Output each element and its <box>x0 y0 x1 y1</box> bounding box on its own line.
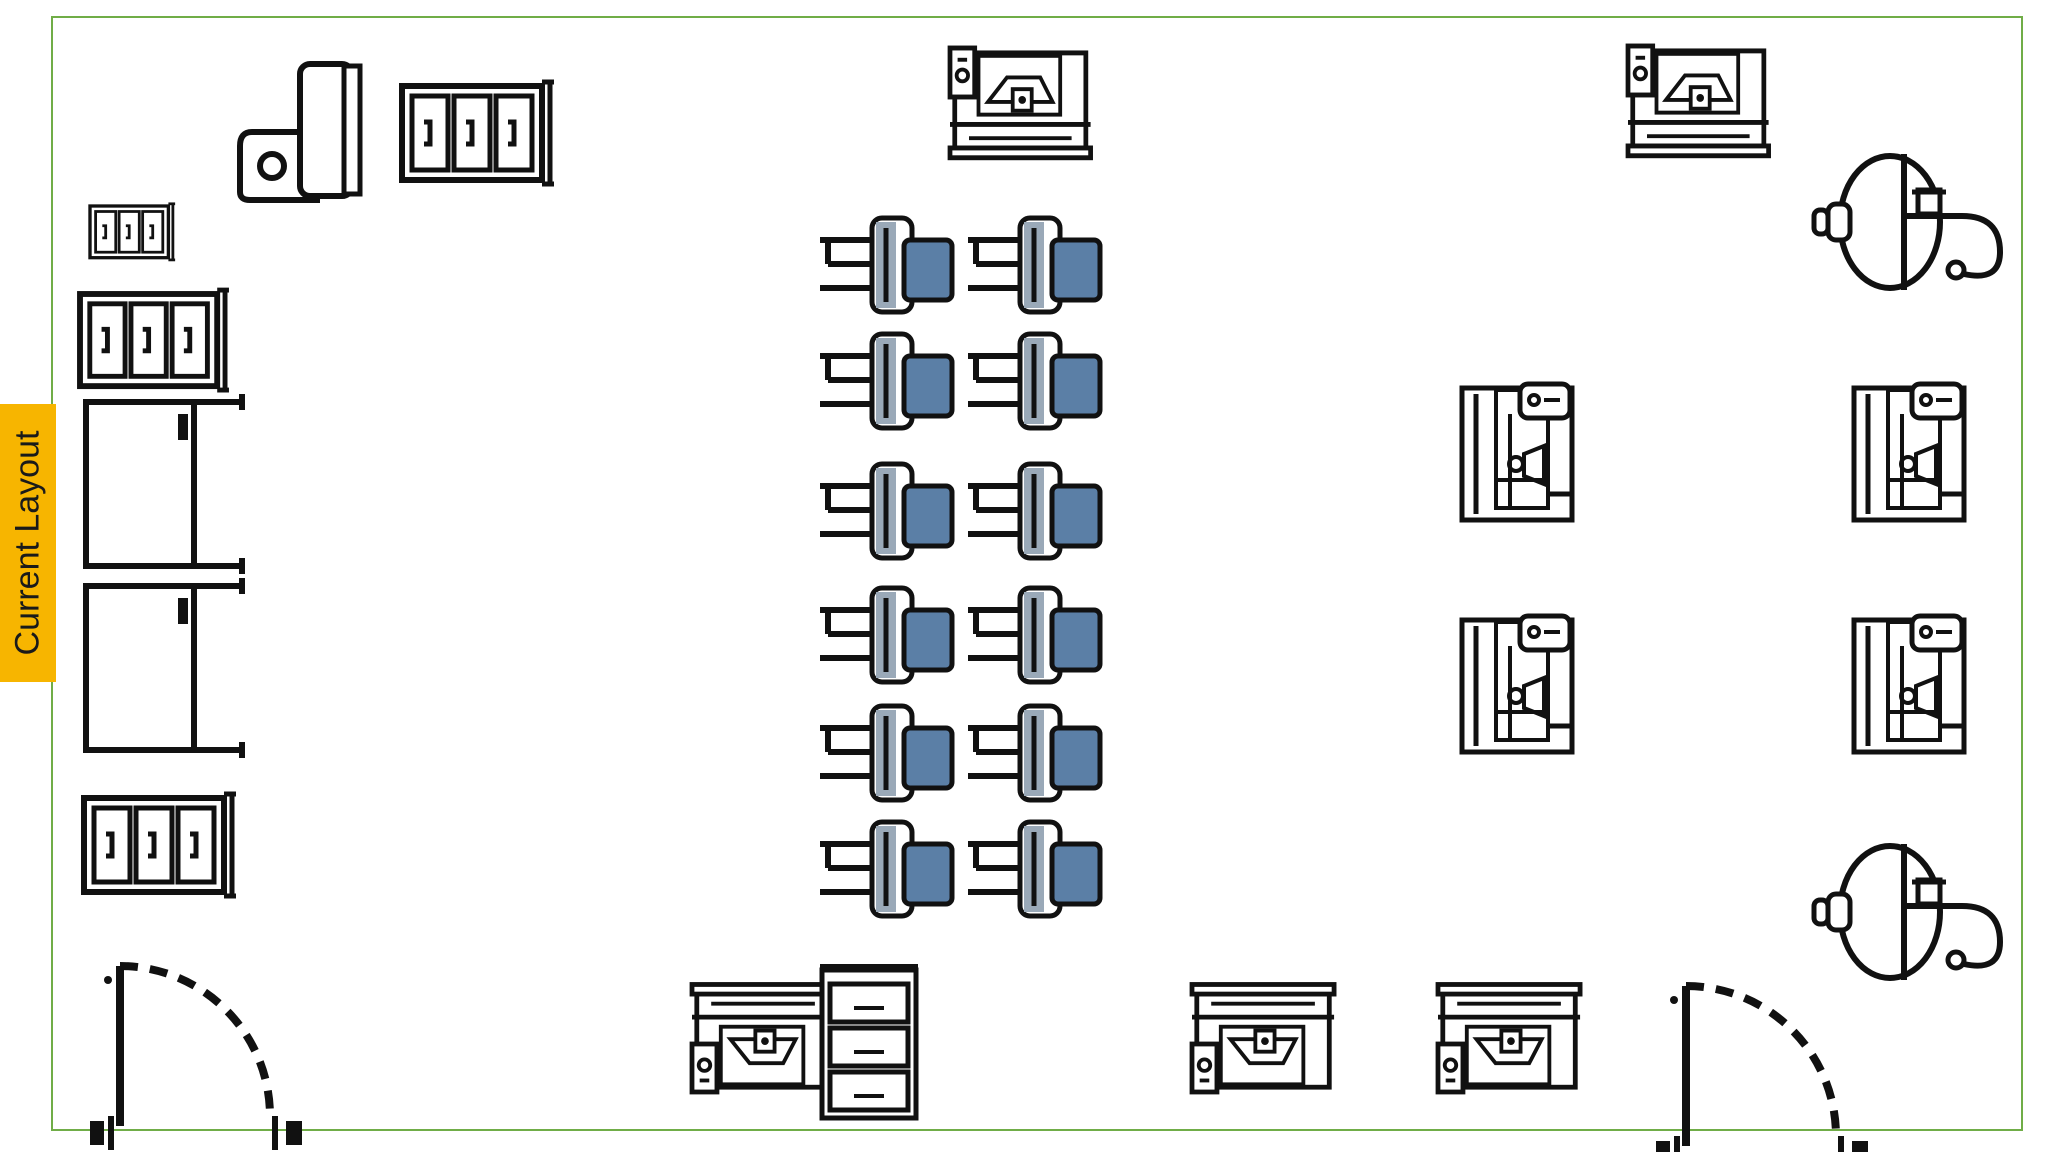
classroom-desk-icon <box>820 334 952 428</box>
cnc-machine-icon <box>950 48 1091 158</box>
door-icon <box>90 966 302 1150</box>
cnc-machine-icon <box>1438 984 1580 1092</box>
lathe-machine-icon <box>1462 616 1572 752</box>
classroom-desk-icon <box>968 706 1100 800</box>
layout-tab[interactable] <box>0 404 56 682</box>
classroom-desk-icon <box>820 588 952 682</box>
lathe-machine-icon <box>1854 384 1964 520</box>
table-icon <box>86 578 242 758</box>
classroom-desk-icon <box>820 218 952 312</box>
table-icon <box>86 394 242 574</box>
cabinet-icon <box>88 202 177 262</box>
layout-tab-label: Current Layout <box>8 430 47 656</box>
cnc-machine-icon <box>692 984 834 1092</box>
classroom-desk-icon <box>820 464 952 558</box>
sink-icon <box>1814 844 2000 980</box>
lathe-machine-icon <box>1854 616 1964 752</box>
classroom-desk-icon <box>968 334 1100 428</box>
cnc-machine-icon <box>1192 984 1334 1092</box>
filing-cabinet-icon <box>820 966 918 1118</box>
sink-icon <box>1814 154 2000 290</box>
cabinet-icon <box>402 82 554 184</box>
door-icon <box>1656 986 1868 1152</box>
classroom-desk-icon <box>968 588 1100 682</box>
classroom-desk-icon <box>968 218 1100 312</box>
lathe-machine-icon <box>1462 384 1572 520</box>
cnc-machine-icon <box>1628 46 1769 156</box>
classroom-desk-icon <box>820 822 952 916</box>
cabinet-icon <box>80 290 229 390</box>
stool-icon <box>237 61 363 203</box>
classroom-desk-icon <box>968 464 1100 558</box>
classroom-desk-icon <box>820 706 952 800</box>
cabinet-icon <box>84 794 236 896</box>
classroom-desk-icon <box>968 822 1100 916</box>
